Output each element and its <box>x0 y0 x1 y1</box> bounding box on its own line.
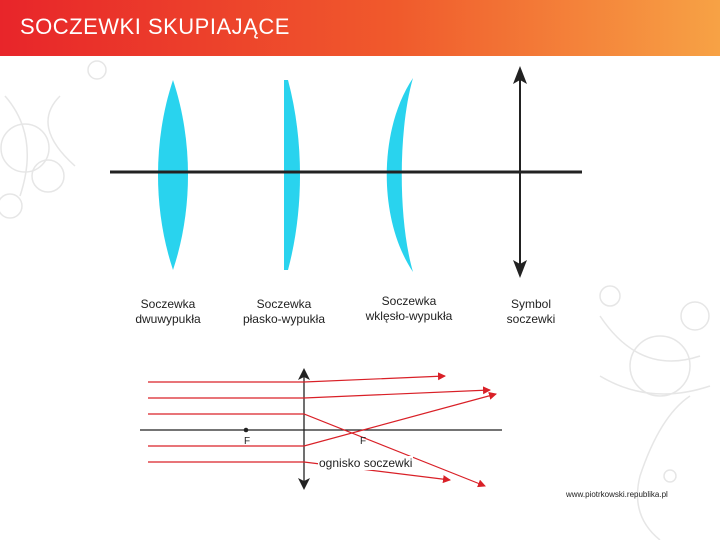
background-decoration <box>0 60 711 540</box>
lens-symbol-bottom-arrow <box>513 260 527 278</box>
lens-symbol-top-arrow <box>513 66 527 84</box>
plano-convex-lens <box>284 80 300 270</box>
ray-3 <box>148 413 486 488</box>
ray-1 <box>148 372 446 383</box>
ray-4 <box>148 391 497 447</box>
focus-point-left <box>243 427 249 433</box>
ray-5 <box>148 461 451 484</box>
title-bar: SOCZEWKI SKUPIAJĄCE <box>0 0 720 56</box>
concavo-convex-lens <box>386 78 413 272</box>
slide-title: SOCZEWKI SKUPIAJĄCE <box>20 14 290 39</box>
ray-diagram-lens-top-arrow <box>298 368 310 380</box>
lens-types-illustration <box>110 66 582 278</box>
biconvex-lens <box>158 80 188 270</box>
focus-caption: ognisko soczewki <box>318 456 414 470</box>
focus-label-left: F <box>244 436 251 447</box>
ray-diagram <box>140 368 502 490</box>
footer-url: www.piotrkowski.republika.pl <box>566 490 668 499</box>
focus-label-right: F <box>360 436 367 447</box>
ray-diagram-lens-bottom-arrow <box>298 478 310 490</box>
ray-2 <box>148 386 491 399</box>
